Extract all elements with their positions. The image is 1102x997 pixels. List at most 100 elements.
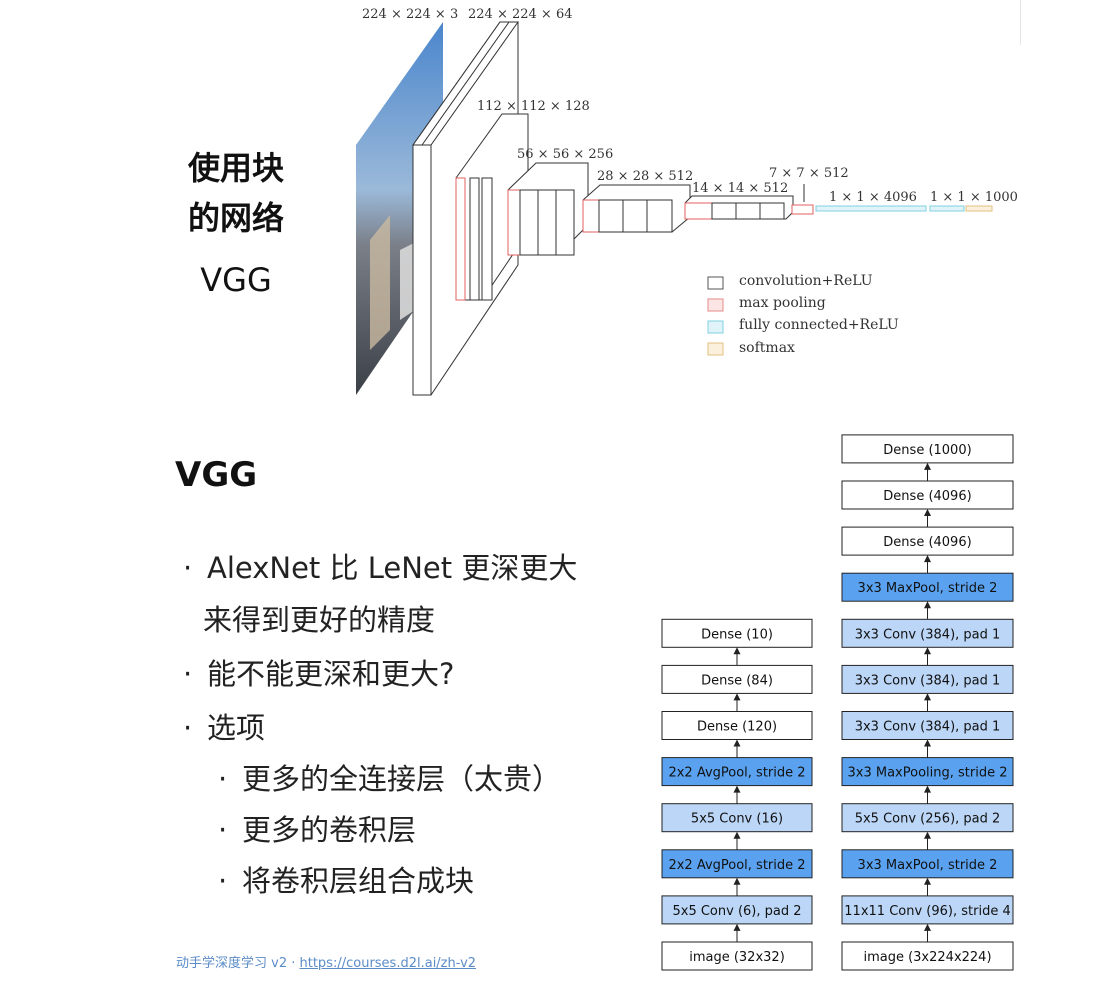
alexnet-layer-label: 3x3 MaxPooling, stride 2 [848,766,1008,781]
lenet-layer-label: 5x5 Conv (6), pad 2 [672,904,801,919]
alexnet-arrow [924,462,931,481]
lenet-arrow [733,785,741,804]
legend: convolution+ReLU max pooling fully conne… [707,273,899,356]
alexnet-layer-label: image (3x224x224) [863,950,991,965]
lenet-layer-box: Dense (120) [661,711,813,740]
bullet-item: ·能不能更深和更大? [183,657,455,691]
lenet-layer-label: Dense (120) [697,720,777,735]
legend-item-fc: fully connected+ReLU [707,317,899,334]
lenet-column: image (32x32) 5x5 Conv (6), pad 2 2x2 AvgP… [661,618,813,971]
dim-label-output: 1 × 1 × 1000 [930,190,1018,205]
lenet-layer-box: Dense (84) [661,664,813,694]
legend-item-softmax: softmax [707,340,795,356]
lenet-layer-box: Dense (10) [661,618,813,648]
alexnet-layer-box: 3x3 Conv (384), pad 1 [841,618,1014,648]
alexnet-layer-box: Dense (4096) [841,480,1014,510]
dim-label-input: 224 × 224 × 3 [362,7,458,22]
alexnet-arrow [924,693,931,712]
alexnet-layer-label: Dense (1000) [883,443,971,458]
lenet-layer-box: 2x2 AvgPool, stride 2 [661,849,813,879]
bullet-item: ·选项 [183,711,266,745]
lenet-layer-label: Dense (84) [701,673,773,688]
sub-bullet-item: ·更多的卷积层 [218,813,417,847]
slide-title-line1: 使用块 [187,149,284,187]
footer-text: 动手学深度学习 v2 · [176,956,300,971]
lenet-arrow [733,877,741,896]
alexnet-arrow [924,739,931,758]
lenet-layer-box: 5x5 Conv (6), pad 2 [661,895,813,925]
alexnet-arrow [924,509,931,528]
lenet-arrow [733,739,741,758]
svg-text:convolution+ReLU: convolution+ReLU [739,273,873,289]
lenet-layer-label: 2x2 AvgPool, stride 2 [668,766,805,781]
alexnet-layer-box: 3x3 MaxPooling, stride 2 [841,757,1014,787]
alexnet-arrow [924,647,931,666]
alexnet-layer-box: 3x3 MaxPool, stride 2 [841,849,1014,879]
vgg-architecture-figure: 224 × 224 × 3 224 × 224 × 64 112 × 112 ×… [356,7,1018,396]
lenet-arrow [733,923,741,942]
lenet-layer-label: 2x2 AvgPool, stride 2 [668,858,805,873]
alexnet-arrow [924,831,931,850]
alexnet-layer-label: 5x5 Conv (256), pad 2 [855,812,1001,827]
dim-label-fc: 1 × 1 × 4096 [829,190,917,205]
slide-heading: VGG [175,455,258,495]
alexnet-column: image (3x224x224) 11x11 Conv (96), stride… [841,434,1014,971]
lenet-layer-label: image (32x32) [689,950,785,965]
legend-item-conv: convolution+ReLU [707,273,873,290]
softmax-box [965,205,993,212]
svg-text:max pooling: max pooling [739,295,826,311]
sub-bullet-item: ·将卷积层组合成块 [218,864,475,898]
conv-block-3 [507,162,589,256]
alexnet-layer-box: Dense (1000) [841,434,1014,464]
slide-title-vgg: VGG [200,261,272,299]
dim-label-conv2: 112 × 112 × 128 [477,99,590,114]
alexnet-layer-label: Dense (4096) [883,489,971,504]
alexnet-layer-box: 5x5 Conv (256), pad 2 [841,803,1014,833]
alexnet-layer-label: 3x3 Conv (384), pad 1 [855,627,1001,642]
alexnet-layer-label: 3x3 Conv (384), pad 1 [855,720,1001,735]
divider-line [1020,0,1021,45]
alexnet-layer-box: 11x11 Conv (96), stride 4 [841,895,1014,925]
alexnet-layer-box: image (3x224x224) [841,941,1014,971]
legend-item-pool: max pooling [707,295,826,312]
slide-title-line2: 的网络 [187,199,284,237]
dim-label-conv3: 56 × 56 × 256 [517,147,613,162]
alexnet-layer-label: 3x3 Conv (384), pad 1 [855,673,1001,688]
lenet-layer-label: Dense (10) [701,627,773,642]
alexnet-layer-label: Dense (4096) [883,535,971,550]
alexnet-layer-box: 3x3 Conv (384), pad 1 [841,664,1014,694]
fc-layer-box [815,205,927,212]
conv-block-5 [684,195,794,220]
alexnet-layer-box: 3x3 MaxPool, stride 2 [841,572,1014,602]
lenet-arrow [733,831,741,850]
lenet-arrow [733,647,741,666]
pool5-box [791,204,814,215]
bullet-item-continuation: 来得到更好的精度 [203,603,436,637]
lenet-arrow [733,693,741,712]
alexnet-arrow [924,923,931,942]
lenet-layer-label: 5x5 Conv (16) [691,812,783,827]
alexnet-arrow [924,601,931,620]
sub-bullet-item: ·更多的全连接层（太贵） [218,762,562,796]
lenet-layer-box: 2x2 AvgPool, stride 2 [661,757,813,787]
alexnet-layer-label: 3x3 MaxPool, stride 2 [858,858,998,873]
dim-label-pool5: 7 × 7 × 512 [769,166,849,181]
dim-label-conv5: 14 × 14 × 512 [692,181,788,196]
lenet-layer-box: 5x5 Conv (16) [661,803,813,833]
dim-label-conv1: 224 × 224 × 64 [468,7,572,22]
alexnet-arrow [924,555,931,574]
svg-text:fully connected+ReLU: fully connected+ReLU [739,317,899,333]
footer: 动手学深度学习 v2 · https://courses.d2l.ai/zh-v… [176,952,476,971]
alexnet-layer-box: Dense (4096) [841,526,1014,556]
alexnet-layer-label: 3x3 MaxPool, stride 2 [858,581,998,596]
fc-layer-box [929,205,965,212]
alexnet-arrow [924,877,931,896]
bullet-item: ·AlexNet 比 LeNet 更深更大 [183,551,578,585]
dim-label-conv4: 28 × 28 × 512 [597,169,693,184]
svg-text:softmax: softmax [739,340,795,356]
footer-link[interactable]: https://courses.d2l.ai/zh-v2 [299,956,477,971]
lenet-layer-box: image (32x32) [661,941,813,971]
alexnet-layer-label: 11x11 Conv (96), stride 4 [844,904,1010,919]
alexnet-arrow [924,785,931,804]
